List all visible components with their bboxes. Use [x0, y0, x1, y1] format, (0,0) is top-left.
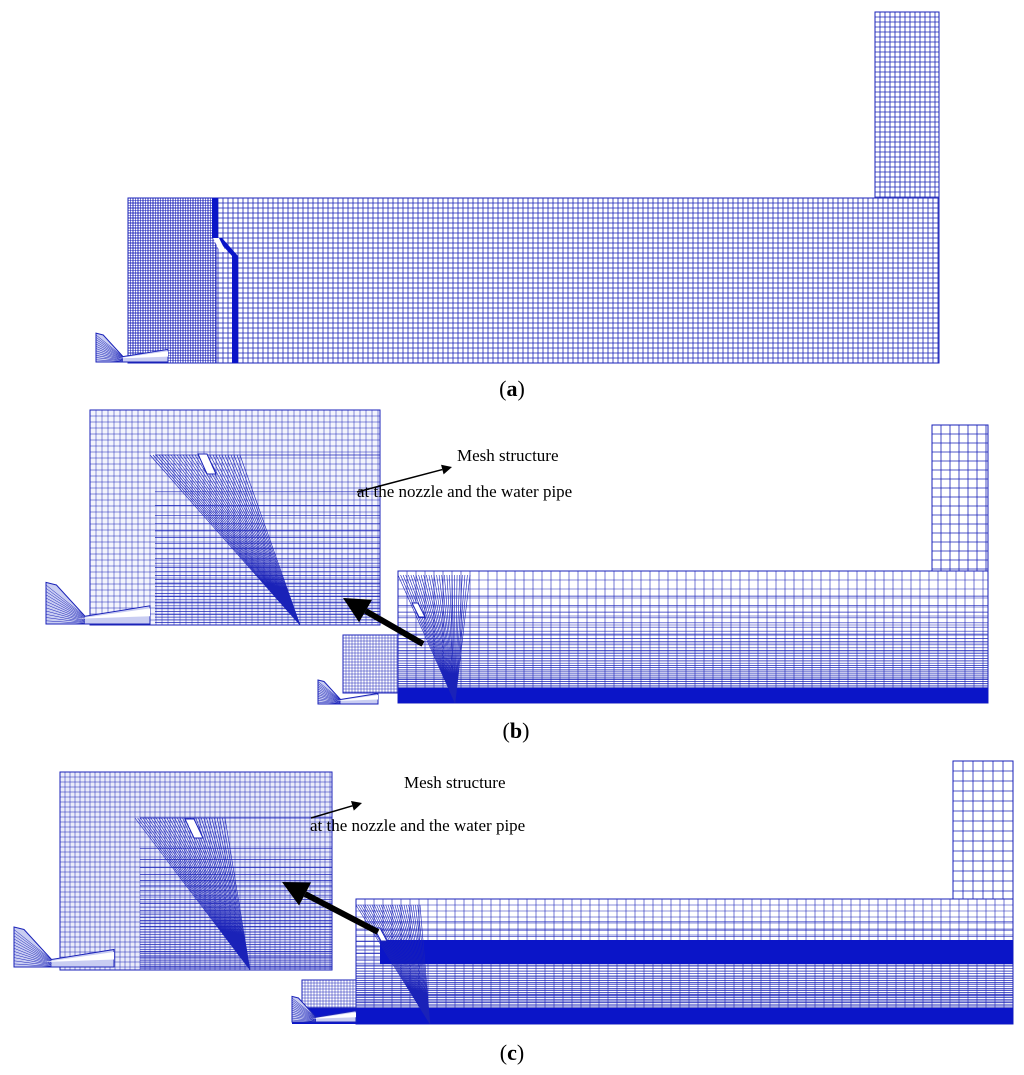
- annotation-c-line2: at the nozzle and the water pipe: [310, 816, 526, 835]
- nozzle-wall-lower: [216, 238, 238, 363]
- channel-floor-c: [292, 1008, 1013, 1024]
- zoom-arrow-b: [343, 598, 425, 647]
- caption-c: (c): [499, 1040, 525, 1065]
- fan-c: [355, 904, 431, 1025]
- nozzle-gap: [213, 238, 226, 252]
- mesh-figure-b: [45, 409, 989, 705]
- nozzle-a: [95, 332, 169, 363]
- label-arrow-b: [356, 464, 452, 493]
- inlet-mesh-b: [342, 634, 399, 694]
- nozzle-c: [291, 995, 357, 1023]
- inset-gap-c: [184, 818, 204, 839]
- tower-mesh-c: [952, 760, 1014, 900]
- nozzle-wall-upper: [212, 198, 218, 238]
- inlet-dense-mesh: [127, 197, 217, 364]
- zoom-arrow-c: [282, 882, 380, 935]
- panel-b: Mesh structure at the nozzle and the wat…: [45, 409, 989, 743]
- caption-b: (b): [502, 718, 530, 743]
- mesh-figure-a: [95, 11, 940, 364]
- annotation-b-line2: at the nozzle and the water pipe: [357, 482, 573, 501]
- channel-floor-b: [398, 688, 988, 703]
- mesh-c: [13, 760, 1014, 1025]
- channel-band-c: [380, 940, 1013, 964]
- inset-nozzle-b: [45, 581, 151, 625]
- zoom-inset-b: [45, 409, 381, 626]
- annotation-b-line1: Mesh structure: [457, 446, 559, 465]
- mesh-figure-c: [13, 760, 1014, 1025]
- mesh-a: [95, 11, 940, 364]
- nozzle-b: [317, 679, 379, 705]
- fan-b: [397, 574, 471, 704]
- tower-mesh-b: [931, 424, 989, 572]
- caption-a: (a): [499, 376, 525, 401]
- zoom-inset-c: [13, 771, 333, 971]
- inset-gap-b: [197, 453, 217, 475]
- inset-fan-c: [134, 817, 251, 971]
- inset-fan-b: [149, 454, 301, 626]
- label-arrow-c: [310, 801, 362, 819]
- mesh-b: [45, 409, 989, 705]
- inlet-mesh-c: [301, 979, 357, 1009]
- nozzle-gap-b: [411, 602, 426, 618]
- annotation-c-line1: Mesh structure: [404, 773, 506, 792]
- panel-a: (a): [0, 0, 1024, 410]
- inset-nozzle-c: [13, 926, 115, 968]
